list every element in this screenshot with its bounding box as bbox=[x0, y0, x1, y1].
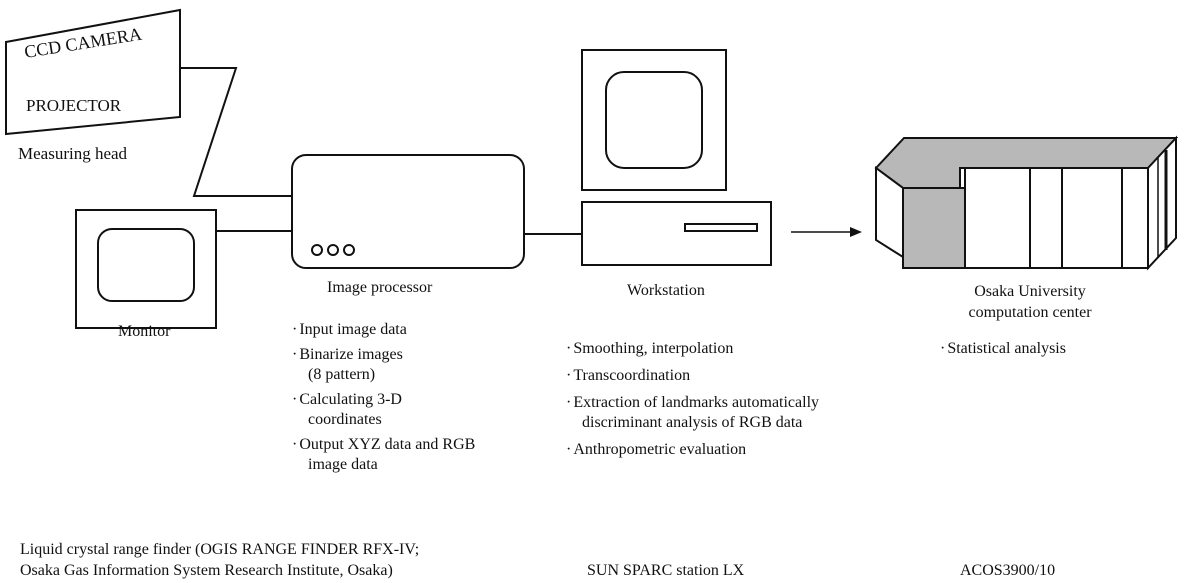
workstation-model: SUN SPARC station LX bbox=[587, 562, 745, 579]
bullet-dot: · bbox=[292, 436, 298, 453]
bullet-dot: · bbox=[940, 340, 946, 357]
bullet-line: ·Output XYZ data and RGB bbox=[292, 435, 475, 455]
bullet-dot: · bbox=[292, 346, 298, 363]
bullet-line: coordinates bbox=[292, 410, 382, 430]
workstation-caption: Workstation bbox=[627, 282, 705, 299]
projector-label: PROJECTOR bbox=[26, 96, 122, 115]
bullet-line: image data bbox=[292, 455, 378, 475]
processor-knob bbox=[311, 244, 323, 256]
bullet-line: ·Transcoordination bbox=[566, 366, 690, 386]
bullet-text: Binarize images bbox=[299, 346, 403, 363]
bullet-text: discriminant analysis of RGB data bbox=[582, 414, 803, 431]
bullet-text: Extraction of landmarks automatically bbox=[573, 394, 820, 411]
monitor-screen bbox=[97, 228, 195, 302]
bullet-text: Calculating 3-D bbox=[299, 391, 402, 408]
range-finder-line2: Osaka Gas Information System Research In… bbox=[20, 562, 393, 579]
head-cable bbox=[180, 67, 292, 197]
bullet-dot: · bbox=[566, 367, 572, 384]
mainframe-cabinet bbox=[964, 167, 1149, 269]
computation-center-caption-line2: computation center bbox=[968, 304, 1092, 321]
bullet-line: ·Calculating 3-D bbox=[292, 390, 402, 410]
bullet-line: discriminant analysis of RGB data bbox=[566, 413, 802, 433]
bullet-line: ·Anthropometric evaluation bbox=[566, 440, 746, 460]
image-processor-caption: Image processor bbox=[327, 279, 433, 296]
workstation-screen bbox=[605, 71, 703, 169]
bullet-line: ·Statistical analysis bbox=[940, 339, 1066, 359]
arrowhead-icon bbox=[850, 227, 862, 237]
workstation-base bbox=[581, 201, 772, 266]
bullet-line: ·Binarize images bbox=[292, 345, 403, 365]
processor-knob bbox=[327, 244, 339, 256]
bullet-line: (8 pattern) bbox=[292, 365, 375, 385]
range-finder-line1: Liquid crystal range finder (OGIS RANGE … bbox=[20, 541, 420, 558]
measuring-head-caption: Measuring head bbox=[18, 144, 128, 163]
measuring-head-panel bbox=[5, 8, 181, 136]
bullet-text: Transcoordination bbox=[573, 367, 691, 384]
bullet-text: Anthropometric evaluation bbox=[573, 441, 747, 458]
bullet-dot: · bbox=[292, 321, 298, 338]
monitor-caption: Monitor bbox=[118, 323, 171, 340]
computation-center-caption-line1: Osaka University bbox=[974, 283, 1086, 300]
bullet-dot: · bbox=[292, 391, 298, 408]
center-model: ACOS3900/10 bbox=[960, 562, 1056, 579]
bullet-dot: · bbox=[566, 340, 572, 357]
bullet-text: Output XYZ data and RGB bbox=[299, 436, 476, 453]
mainframe-side bbox=[1147, 135, 1177, 271]
processor-knob bbox=[343, 244, 355, 256]
bullet-line: ·Extraction of landmarks automatically bbox=[566, 393, 819, 413]
bullet-text: Smoothing, interpolation bbox=[573, 340, 734, 357]
workstation-drive-slot bbox=[684, 223, 758, 232]
mainframe-shaded-unit bbox=[902, 187, 966, 269]
bullet-text: coordinates bbox=[308, 411, 382, 428]
bullet-line: ·Input image data bbox=[292, 320, 407, 340]
image-processor-body bbox=[291, 154, 525, 269]
bullet-dot: · bbox=[566, 441, 572, 458]
bullet-line: ·Smoothing, interpolation bbox=[566, 339, 733, 359]
bullet-dot: · bbox=[566, 394, 572, 411]
bullet-text: (8 pattern) bbox=[308, 366, 376, 383]
bullet-text: Statistical analysis bbox=[947, 340, 1066, 357]
bullet-text: Input image data bbox=[299, 321, 407, 338]
bullet-text: image data bbox=[308, 456, 378, 473]
